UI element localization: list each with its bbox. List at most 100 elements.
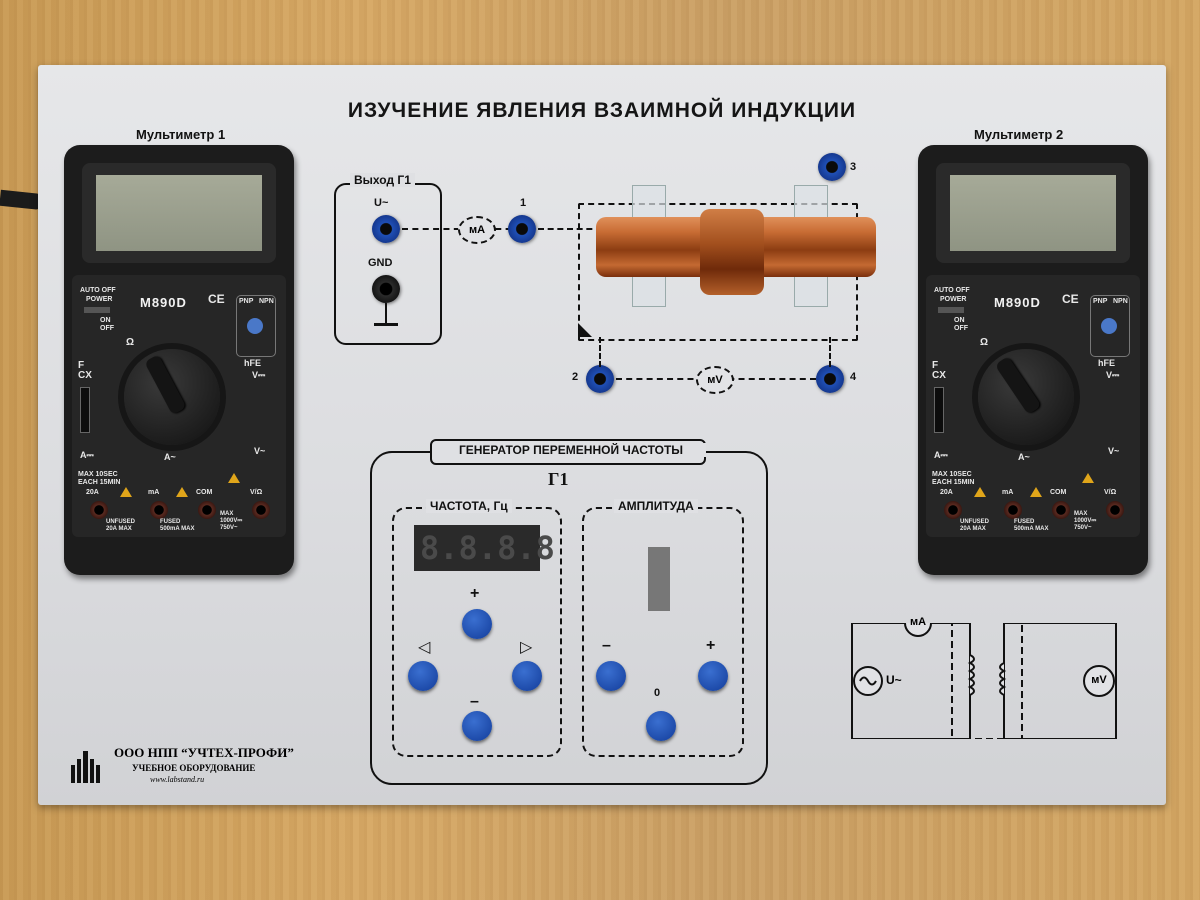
generator-title: ГЕНЕРАТОР ПЕРЕМЕННОЙ ЧАСТОТЫ — [436, 443, 706, 457]
dial-pointer — [994, 356, 1042, 415]
circuit-schematic: мА мV U~ — [850, 606, 1118, 740]
fused-label: FUSED 500mA MAX — [1014, 519, 1049, 532]
wire-coil-to-2 — [599, 337, 601, 367]
amp-plus-button[interactable] — [698, 661, 728, 691]
jack-20a-label: 20A — [86, 489, 99, 496]
company-logo: ООО НПП “УЧТЕХ-ПРОФИ” УЧЕБНОЕ ОБОРУДОВАН… — [70, 745, 294, 788]
freq-left-label: ◁ — [418, 639, 431, 656]
ammeter-symbol: мА — [458, 216, 496, 244]
multimeter-1-display-frame — [82, 163, 276, 263]
terminal-2[interactable] — [586, 365, 614, 393]
multimeter-2-label: Мультиметр 2 — [974, 127, 1064, 142]
warning-icon — [1030, 487, 1042, 497]
terminal-3[interactable] — [818, 153, 846, 181]
amp-plus-label: + — [706, 637, 716, 654]
freq-minus-button[interactable] — [462, 711, 492, 741]
page-title: ИЗУЧЕНИЕ ЯВЛЕНИЯ ВЗАИМНОЙ ИНДУКЦИИ — [347, 99, 857, 122]
jack-v[interactable] — [1106, 501, 1124, 519]
secondary-coil — [700, 209, 764, 295]
freq-minus-label: – — [470, 693, 479, 710]
max-time-label: MAX 10SEC EACH 15MIN — [932, 471, 975, 486]
terminal-1[interactable] — [508, 215, 536, 243]
ground-symbol — [374, 323, 398, 326]
transistor-socket[interactable] — [1101, 318, 1117, 334]
u-output-label: U~ — [374, 197, 389, 209]
millivoltmeter-symbol: мV — [696, 366, 734, 394]
u-output-terminal[interactable] — [372, 215, 400, 243]
off-label: OFF — [100, 325, 114, 332]
ac-current-label: A~ — [1018, 452, 1030, 462]
frequency-digits: 8.8.8.8 — [420, 529, 555, 567]
unfused-label: UNFUSED 20A MAX — [960, 519, 990, 532]
power-label: POWER — [86, 296, 113, 303]
multimeter-1-label: Мультиметр 1 — [136, 127, 226, 142]
wire-coil-to-4 — [829, 337, 831, 367]
range-selector-dial[interactable] — [124, 349, 220, 445]
jack-20a[interactable] — [90, 501, 108, 519]
ac-voltage-label: V~ — [254, 446, 266, 456]
power-button[interactable] — [938, 307, 964, 313]
terminal-1-label: 1 — [520, 197, 527, 209]
frequency-display: 8.8.8.8 — [414, 525, 555, 571]
multimeter-1: AUTO OFF POWER ON OFF M890D CE PNP NPN h… — [64, 145, 294, 575]
freq-plus-button[interactable] — [462, 609, 492, 639]
amp-minus-button[interactable] — [596, 661, 626, 691]
schematic-ammeter-label: мА — [909, 616, 927, 628]
warning-icon — [176, 487, 188, 497]
pnp-label: PNP — [239, 298, 254, 305]
company-website: www.labstand.ru — [150, 775, 205, 784]
wire-1-to-coil — [538, 228, 602, 230]
jack-com-label: COM — [1050, 489, 1067, 496]
frequency-label: ЧАСТОТА, Гц — [426, 499, 512, 513]
hfe-socket-area: PNP NPN — [1090, 295, 1130, 357]
freq-left-button[interactable] — [408, 661, 438, 691]
jack-v[interactable] — [252, 501, 270, 519]
jack-ma-label: mA — [148, 489, 160, 496]
terminal-4[interactable] — [816, 365, 844, 393]
dc-current-label: A⎓ — [80, 450, 94, 460]
on-label: ON — [954, 317, 965, 324]
jack-ma[interactable] — [1004, 501, 1022, 519]
multimeter-2-face: AUTO OFF POWER ON OFF M890D CE PNP NPN h… — [926, 275, 1140, 537]
company-name: ООО НПП “УЧТЕХ-ПРОФИ” — [114, 745, 294, 760]
capacitance-label: F CX — [78, 360, 92, 381]
gnd-terminal[interactable] — [372, 275, 400, 303]
amp-zero-button[interactable] — [646, 711, 676, 741]
fused-label: FUSED 500mA MAX — [160, 519, 195, 532]
warning-icon — [120, 487, 132, 497]
freq-plus-label: + — [470, 585, 480, 602]
auto-off-label: AUTO OFF — [934, 287, 970, 294]
capacitor-slot[interactable] — [80, 387, 90, 433]
terminal-2-label: 2 — [572, 371, 579, 383]
npn-label: NPN — [1113, 298, 1128, 305]
dc-voltage-label: V⎓ — [252, 370, 266, 380]
freq-right-button[interactable] — [512, 661, 542, 691]
jack-com[interactable] — [1052, 501, 1070, 519]
jack-com-label: COM — [196, 489, 213, 496]
generator-id: Г1 — [548, 469, 569, 489]
jack-20a[interactable] — [944, 501, 962, 519]
ohm-label: Ω — [126, 337, 135, 348]
terminal-3-label: 3 — [850, 161, 857, 173]
schematic-drawing — [851, 606, 1117, 740]
output-g1-title: Выход Г1 — [350, 173, 415, 187]
auto-off-label: AUTO OFF — [80, 287, 116, 294]
power-button[interactable] — [84, 307, 110, 313]
ohm-label: Ω — [980, 337, 989, 348]
capacitor-slot[interactable] — [934, 387, 944, 433]
range-selector-dial[interactable] — [978, 349, 1074, 445]
city-skyline-icon — [71, 751, 100, 783]
unfused-label: UNFUSED 20A MAX — [106, 519, 136, 532]
transistor-socket[interactable] — [247, 318, 263, 334]
amplitude-label: АМПЛИТУДА — [614, 499, 698, 513]
jack-ma[interactable] — [150, 501, 168, 519]
jack-com[interactable] — [198, 501, 216, 519]
max-voltage-label: MAX 1000V⎓ 750V~ — [1074, 511, 1097, 531]
terminal-4-label: 4 — [850, 371, 857, 383]
capacitance-label: F CX — [932, 360, 946, 381]
ce-mark: CE — [208, 292, 225, 306]
multimeter-2-lcd — [950, 175, 1116, 251]
hfe-label: hFE — [244, 358, 261, 368]
warning-icon — [974, 487, 986, 497]
schematic-source-label: U~ — [886, 673, 902, 687]
